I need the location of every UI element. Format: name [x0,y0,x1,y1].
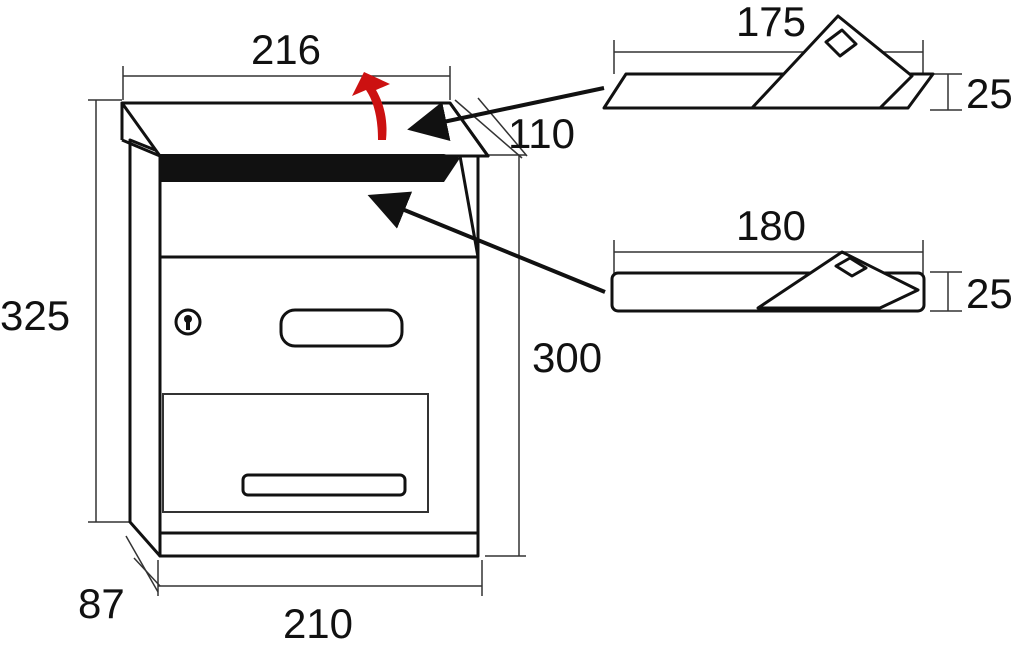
dim-bottom-depth: 87 [78,580,125,627]
lock-icon [174,308,202,336]
dim-bottom-width: 210 [283,600,353,644]
mailbox-body [120,101,490,558]
mail-slot [160,154,444,182]
dim-total-height: 325 [0,292,70,339]
pointer-arrows [367,86,606,294]
slot-a-diagram [602,14,962,111]
dimension-lines [88,66,528,596]
slot-b-diagram [610,240,962,313]
viewing-slot [241,473,407,497]
slot-b-width: 180 [736,202,806,249]
dim-top-depth: 110 [508,110,575,157]
slot-a-width: 175 [736,0,806,45]
dim-top-width: 216 [251,26,321,73]
envelope-icon [750,14,914,110]
envelope-icon [756,250,920,310]
slot-a-height: 25 [966,70,1013,117]
name-window [279,308,404,348]
curved-arrow-icon [352,72,390,140]
dim-body-height: 300 [532,334,602,381]
slot-b-height: 25 [966,270,1013,317]
